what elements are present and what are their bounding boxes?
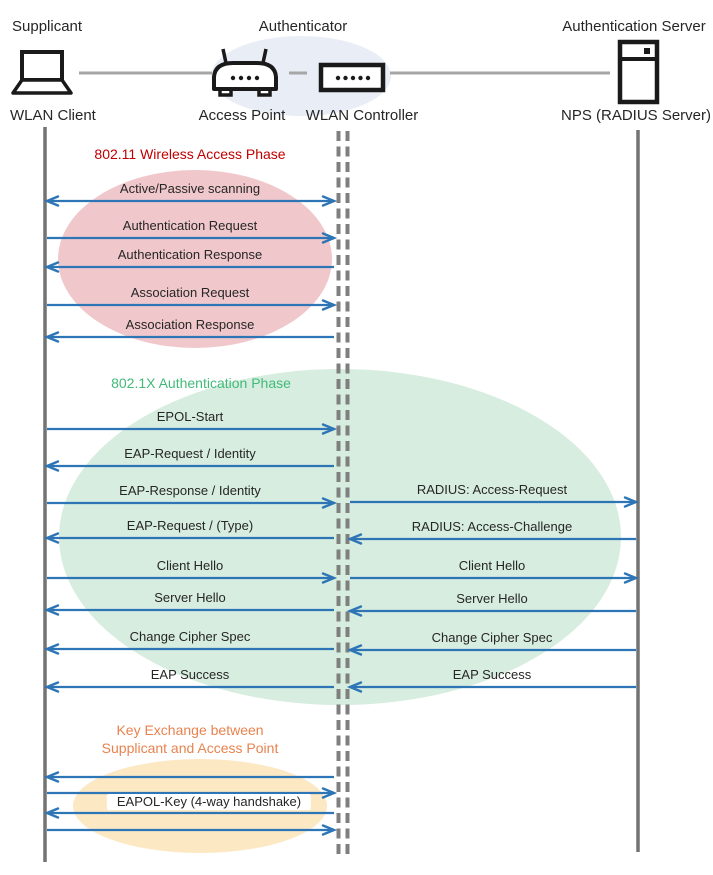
message-arrow (321, 787, 338, 799)
message-label: EAPOL-Key (4-way handshake) (106, 794, 312, 810)
message-label: Association Request (130, 285, 250, 300)
message-arrow (321, 824, 338, 836)
server-icon (617, 39, 660, 105)
message-arrow (623, 496, 640, 508)
message-arrow (346, 681, 363, 693)
message-label: Authentication Response (117, 247, 263, 262)
message-label: Authentication Request (122, 218, 258, 233)
message-arrow (321, 497, 338, 509)
role-label-supplicant: Supplicant (12, 18, 83, 35)
message-arrow (43, 532, 60, 544)
device-label-nps-radius-server: NPS (RADIUS Server) (560, 107, 712, 124)
message-arrow (43, 195, 60, 207)
message-label: EAP-Request / Identity (124, 446, 256, 461)
message-arrow (43, 460, 60, 472)
device-label-wlan-client: WLAN Client (10, 107, 96, 124)
role-label-authenticator: Authenticator (258, 18, 348, 35)
message-arrow (346, 533, 363, 545)
message-arrow (43, 643, 60, 655)
device-label-wlan-controller: WLAN Controller (305, 107, 419, 124)
message-label: EAP-Request / (Type) (126, 518, 254, 533)
message-label: Client Hello (156, 558, 224, 573)
message-arrow (43, 604, 60, 616)
message-label: Client Hello (458, 558, 526, 573)
message-label: EAP Success (150, 667, 230, 682)
message-label: Server Hello (154, 590, 226, 605)
message-label: EAP Success (452, 667, 532, 682)
message-arrow (43, 681, 60, 693)
message-arrow (43, 807, 60, 819)
device-label-access-point: Access Point (198, 107, 286, 124)
message-arrow (43, 261, 60, 273)
phase-title-key-exchange-line2: Supplicant and Access Point (101, 740, 279, 756)
message-arrow (321, 572, 338, 584)
message-arrow (346, 644, 363, 656)
message-label: Active/Passive scanning (119, 181, 261, 196)
phase-title-key-exchange-line1: Key Exchange between (116, 722, 264, 738)
message-arrow (43, 331, 60, 343)
message-arrow (321, 423, 338, 435)
phase-title-802-11-wireless-access: 802.11 Wireless Access Phase (94, 146, 286, 162)
role-label-authentication-server: Authentication Server (562, 18, 706, 35)
message-label: RADIUS: Access-Request (416, 482, 568, 497)
message-label: Change Cipher Spec (431, 630, 553, 645)
message-label: EAP-Response / Identity (119, 483, 261, 498)
wlan-controller-icon (318, 62, 386, 93)
access-point-icon (212, 48, 278, 97)
message-label: EPOL-Start (156, 409, 224, 424)
message-arrow (321, 195, 338, 207)
laptop-icon (11, 50, 73, 95)
message-arrow (321, 232, 338, 244)
message-arrow (623, 572, 640, 584)
message-label: Association Response (125, 317, 255, 332)
message-arrow (321, 299, 338, 311)
message-arrow (346, 605, 363, 617)
message-arrow (43, 771, 60, 783)
authenticator-group-ellipse (211, 36, 391, 116)
message-label: Server Hello (456, 591, 528, 606)
message-label: Change Cipher Spec (129, 629, 251, 644)
message-label: RADIUS: Access-Challenge (411, 519, 573, 534)
phase-title-802-1x-authentication: 802.1X Authentication Phase (111, 375, 291, 391)
phase-ellipse-wireless-access (58, 170, 332, 348)
